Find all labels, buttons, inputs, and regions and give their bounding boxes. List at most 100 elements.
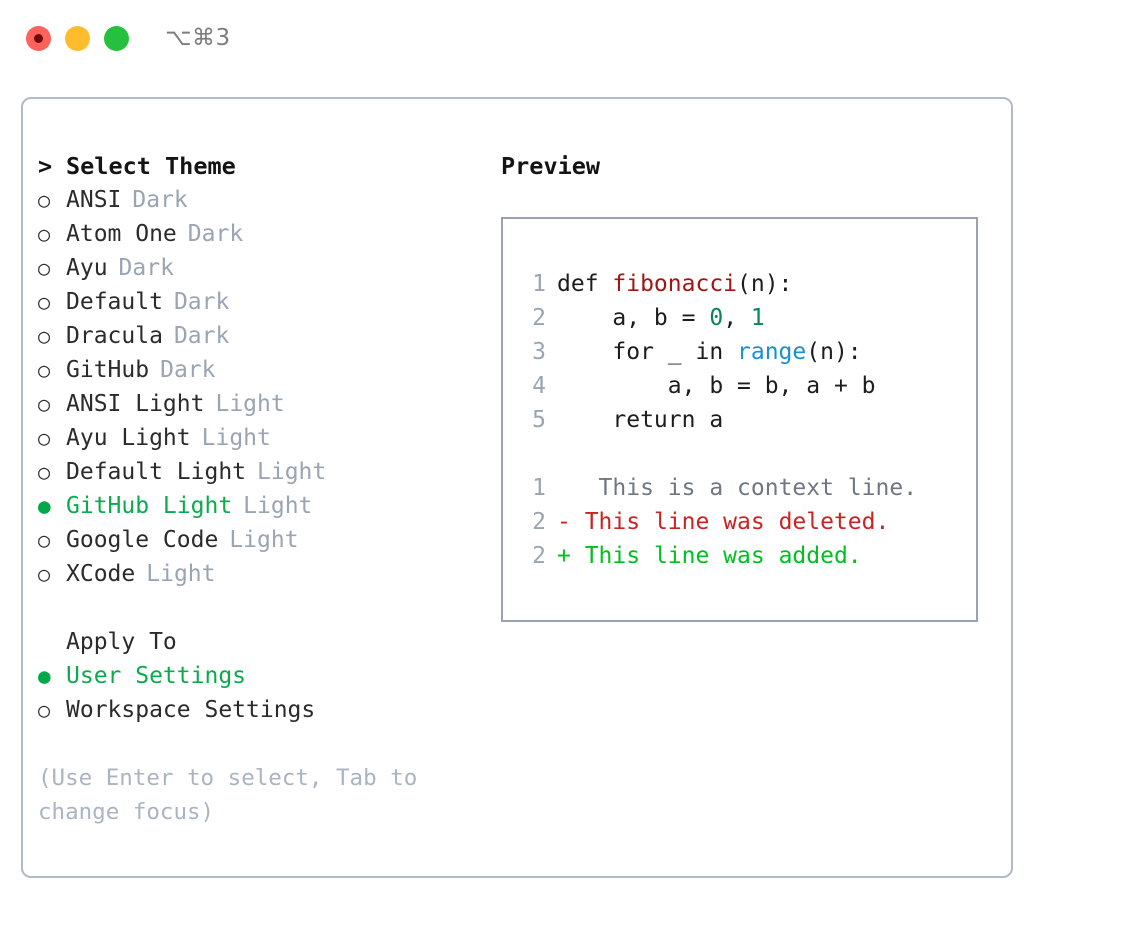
code-token: range xyxy=(737,339,807,365)
theme-category-badge: Light xyxy=(215,391,285,417)
theme-category-badge: Dark xyxy=(118,255,174,281)
radio-unselected-icon: ○ xyxy=(38,256,51,280)
radio-unselected-icon: ○ xyxy=(38,222,51,246)
code-token: fibonacci xyxy=(612,271,738,297)
theme-list-item[interactable]: ○ Atom One Dark xyxy=(38,217,498,251)
diff-line: 1 This is a context line. xyxy=(520,471,976,505)
radio-selected-icon: ● xyxy=(38,664,51,688)
apply-to-heading: Apply To xyxy=(66,629,177,655)
radio-unselected-icon: ○ xyxy=(38,562,51,586)
caret-icon: > xyxy=(38,152,53,180)
radio-selected-icon: ● xyxy=(38,494,51,518)
theme-category-badge: Light xyxy=(243,493,313,519)
theme-name: GitHub xyxy=(66,357,150,383)
theme-category-badge: Light xyxy=(229,527,299,553)
list-spacer xyxy=(38,591,498,625)
radio-unselected-icon: ○ xyxy=(38,426,51,450)
theme-list-item[interactable]: ● GitHub Light Light xyxy=(38,489,498,523)
minimize-icon[interactable] xyxy=(65,25,90,51)
radio-unselected-icon: ○ xyxy=(38,358,51,382)
code-token: a, b = xyxy=(557,305,710,331)
code-token: def xyxy=(557,271,613,297)
theme-category-badge: Dark xyxy=(173,289,230,315)
code-token: 0 xyxy=(709,305,724,331)
theme-list-item[interactable]: ○ Default Light Light xyxy=(38,455,498,489)
radio-unselected-icon: ○ xyxy=(38,290,51,314)
hint-spacer xyxy=(38,727,498,761)
code-token: a, b = b, a + b xyxy=(557,373,876,399)
diff-text: This is a context line. xyxy=(570,475,918,501)
theme-list-item[interactable]: ○ Dracula Dark xyxy=(38,319,498,353)
line-number: 1 xyxy=(532,271,546,297)
diff-sign: - xyxy=(557,509,571,535)
theme-list-item[interactable]: ○ GitHub Dark xyxy=(38,353,498,387)
code-diff-separator xyxy=(520,437,976,471)
theme-name: Ayu xyxy=(66,255,108,281)
preview-title: Preview xyxy=(501,152,601,180)
close-icon[interactable] xyxy=(26,25,51,51)
line-number: 2 xyxy=(532,543,546,569)
radio-unselected-icon: ○ xyxy=(38,528,51,552)
theme-category-badge: Light xyxy=(146,561,216,587)
code-token: (n): xyxy=(737,271,793,297)
radio-unselected-icon: ○ xyxy=(38,698,51,722)
diff-sign: + xyxy=(557,543,571,569)
theme-name: Default xyxy=(66,289,163,315)
theme-list-item[interactable]: ○ Default Dark xyxy=(38,285,498,319)
code-line: 1 def fibonacci(n): xyxy=(520,267,976,301)
theme-category-badge: Light xyxy=(201,425,271,451)
theme-picker-heading: > Select Theme xyxy=(38,149,498,183)
diff-text: This line was added. xyxy=(570,543,862,569)
radio-unselected-icon: ○ xyxy=(38,188,51,212)
zoom-icon[interactable] xyxy=(104,25,129,51)
theme-name: GitHub Light xyxy=(66,493,233,519)
diff-block: 1 This is a context line. 2- This line wa… xyxy=(520,471,976,573)
line-number: 1 xyxy=(532,475,546,501)
theme-name: Default Light xyxy=(66,459,247,485)
line-number: 3 xyxy=(532,339,546,365)
code-token: return a xyxy=(557,407,724,433)
page-title: Select Theme xyxy=(66,152,236,180)
theme-list-item[interactable]: ○ Ayu Dark xyxy=(38,251,498,285)
line-number: 2 xyxy=(532,305,546,331)
apply-to-item[interactable]: ● User Settings xyxy=(38,659,498,693)
theme-name: Atom One xyxy=(66,221,177,247)
theme-list-item[interactable]: ○ ANSI Dark xyxy=(38,183,498,217)
code-line: 2 a, b = 0, 1 xyxy=(520,301,976,335)
apply-to-list: ● User Settings ○Workspace Settings xyxy=(38,659,498,727)
apply-to-label: User Settings xyxy=(66,663,247,689)
radio-unselected-icon: ○ xyxy=(38,324,51,348)
radio-unselected-icon: ○ xyxy=(38,460,51,484)
apply-to-item[interactable]: ○Workspace Settings xyxy=(38,693,498,727)
code-token: 1 xyxy=(750,305,765,331)
code-line: 3 for _ in range(n): xyxy=(520,335,976,369)
diff-text: This line was deleted. xyxy=(570,509,890,535)
keyboard-shortcut-label: ⌥⌘3 xyxy=(165,25,231,51)
code-token: for _ in xyxy=(557,339,738,365)
theme-category-badge: Dark xyxy=(173,323,230,349)
theme-name: ANSI xyxy=(66,187,122,213)
code-line: 5 return a xyxy=(520,403,976,437)
line-number: 2 xyxy=(532,509,546,535)
theme-category-badge: Dark xyxy=(187,221,244,247)
keyboard-hint: (Use Enter to select, Tab to change focu… xyxy=(38,765,418,825)
theme-name: XCode xyxy=(66,561,136,587)
code-token: (n): xyxy=(806,339,862,365)
theme-category-badge: Dark xyxy=(160,357,216,383)
code-token: , xyxy=(723,305,751,331)
theme-name: Dracula xyxy=(66,323,163,349)
theme-list-item[interactable]: ○ XCode Light xyxy=(38,557,498,591)
line-number: 4 xyxy=(532,373,546,399)
theme-category-badge: Dark xyxy=(132,187,188,213)
theme-category-badge: Light xyxy=(257,459,327,485)
